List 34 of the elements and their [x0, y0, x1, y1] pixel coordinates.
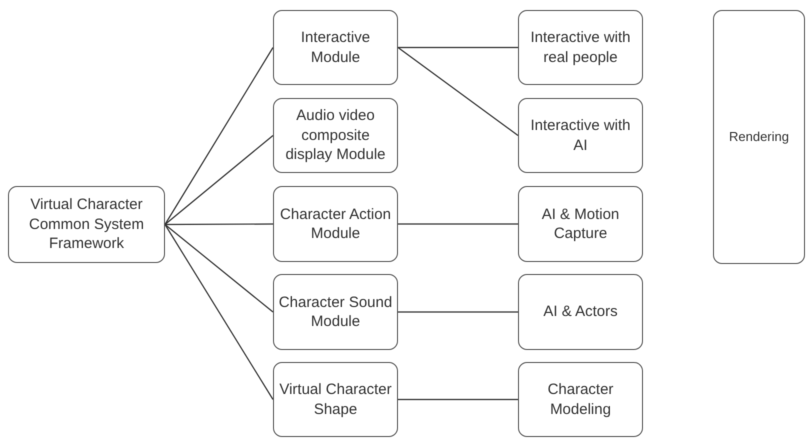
node-label: Virtual Character Common System Framework: [28, 195, 146, 254]
node-label: AI & Motion Capture: [540, 204, 620, 244]
module-box: [8, 186, 165, 263]
connector-line: [164, 224, 274, 400]
node-label: Virtual Character Shape: [278, 380, 393, 419]
module-box: [273, 362, 398, 437]
module-box: [273, 274, 398, 350]
connector-line: [398, 46, 518, 48]
module-box: [273, 186, 398, 262]
module-box: [518, 362, 643, 437]
module-box: [518, 186, 643, 262]
node-label: Character Sound Module: [278, 292, 393, 332]
node-label: Audio video composite display Module: [284, 106, 387, 165]
node-label: Character Modeling: [546, 380, 614, 419]
connector-line: [398, 311, 518, 313]
connector-line: [165, 223, 273, 226]
connector-line: [398, 223, 518, 225]
module-box: [518, 10, 643, 85]
connector-line: [164, 47, 274, 225]
connector-line: [398, 47, 518, 136]
node-label: Interactive with real people: [529, 28, 632, 67]
connector-line: [398, 398, 518, 400]
stage-box: [713, 10, 805, 264]
node-label: Interactive with AI: [529, 116, 632, 155]
connector-line: [164, 224, 274, 312]
module-box: [273, 10, 398, 85]
node-label: Interactive Module: [300, 28, 372, 67]
module-box: [518, 98, 643, 173]
connector-line: [164, 135, 274, 225]
node-label: AI & Actors: [543, 302, 618, 322]
node-label: Rendering: [729, 128, 789, 146]
module-box: [273, 98, 398, 173]
module-box: [518, 274, 643, 350]
node-label: Character Action Module: [279, 204, 392, 244]
